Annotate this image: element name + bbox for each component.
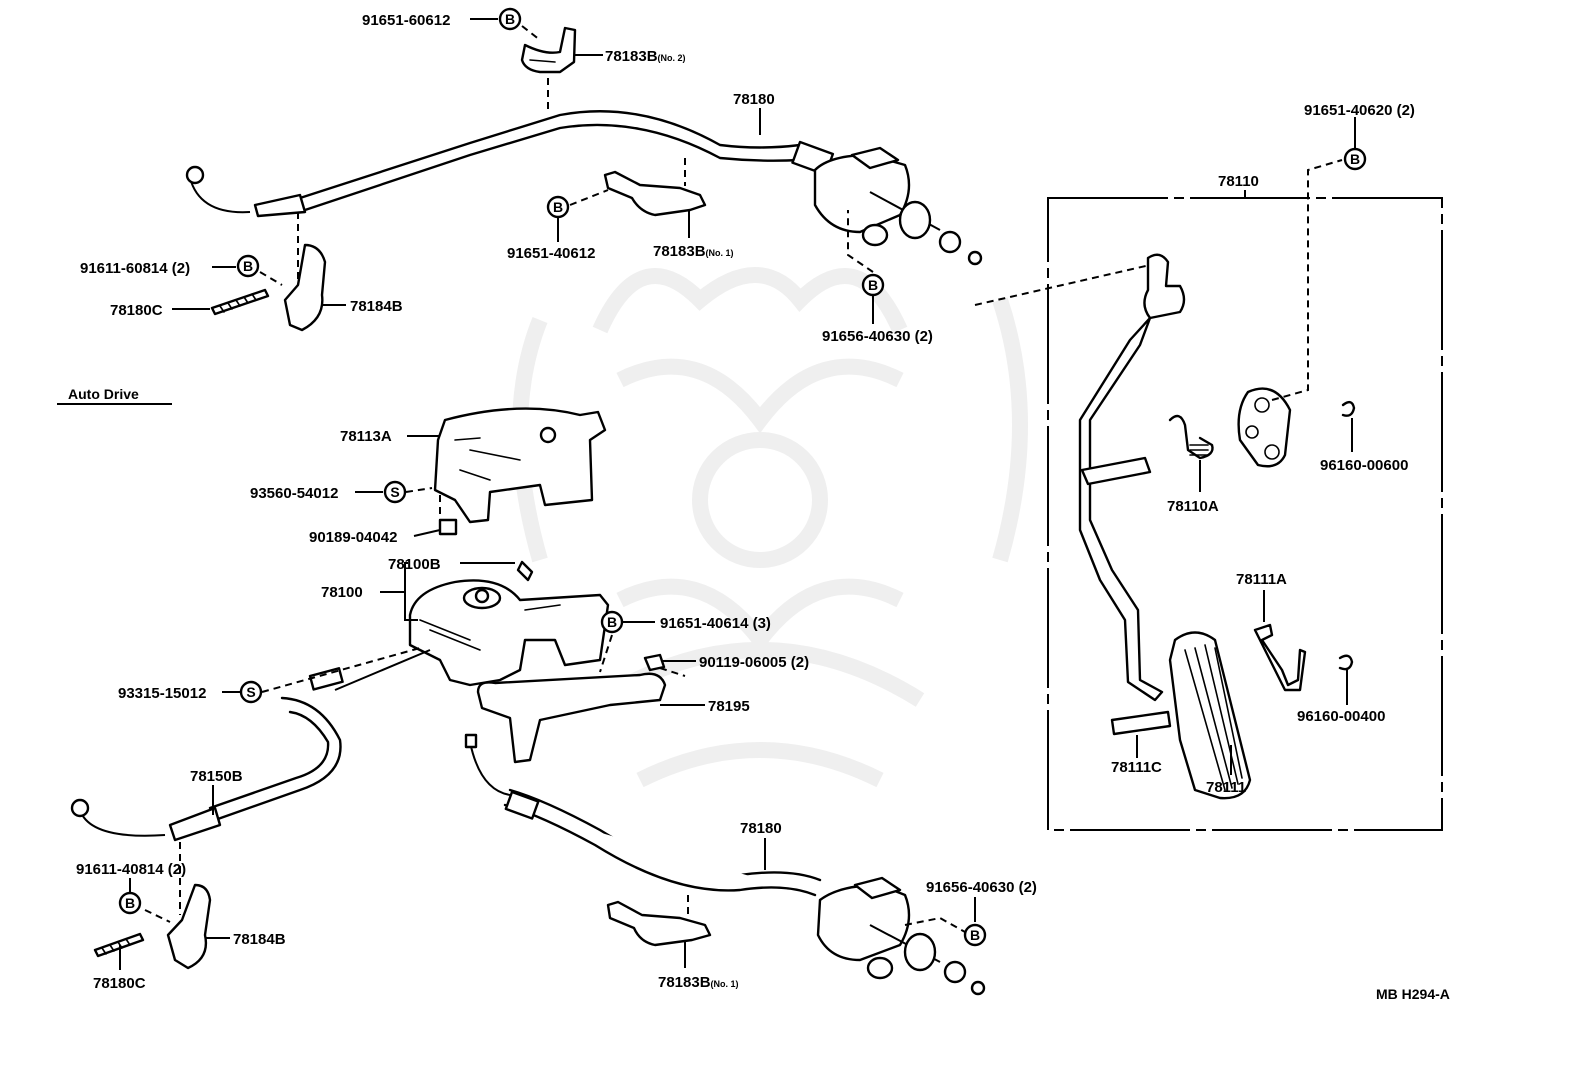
- bolt-symbol-text: B: [505, 11, 515, 27]
- part-label-78183B-no1-bottom[interactable]: 78183B(No. 1): [658, 974, 739, 991]
- lever-78184B-top[interactable]: [210, 212, 327, 332]
- bolt-symbol-text: B: [868, 277, 878, 293]
- bolt-symbol-text: B: [243, 258, 253, 274]
- part-label-78183B-no2[interactable]: 78183B(No. 2): [605, 48, 686, 65]
- bolt-symbol-text: B: [553, 199, 563, 215]
- spring-78111A[interactable]: [1253, 623, 1307, 692]
- pedal-pad-78111[interactable]: [1168, 631, 1252, 800]
- part-label-78110A[interactable]: 78110A: [1167, 498, 1219, 515]
- part-label-91651-40614[interactable]: 91651-40614 (3): [660, 615, 771, 632]
- part-label-91656-40630-bottom[interactable]: 91656-40630 (2): [926, 879, 1037, 896]
- part-label-78100[interactable]: 78100: [321, 584, 363, 601]
- clip-96160-00600[interactable]: [1341, 400, 1356, 417]
- part-label-78184B-top[interactable]: 78184B: [350, 298, 403, 315]
- bracket-78183B-no1-top[interactable]: [603, 158, 707, 217]
- bolt-symbol-text: B: [607, 614, 617, 630]
- part-number: 78183B: [605, 48, 658, 65]
- cable-78180-top[interactable]: [185, 110, 983, 266]
- spring-78110A[interactable]: [1168, 414, 1214, 460]
- part-label-78180C-top[interactable]: 78180C: [110, 302, 163, 319]
- screw-symbol-text: S: [246, 684, 255, 700]
- part-label-78180-top[interactable]: 78180: [733, 91, 775, 108]
- bracket-78183B-no2[interactable]: [520, 26, 577, 112]
- symbol-bolt[interactable]: B: [963, 923, 987, 947]
- part-label-78180-bottom[interactable]: 78180: [740, 820, 782, 837]
- cable-78180-bottom[interactable]: [464, 733, 986, 996]
- actuator-78100[interactable]: [408, 560, 610, 687]
- part-label-78110[interactable]: 78110: [1218, 173, 1259, 190]
- symbol-bolt[interactable]: B: [118, 891, 142, 915]
- part-qualifier: (No. 1): [711, 979, 739, 989]
- part-label-90119-06005[interactable]: 90119-06005 (2): [699, 654, 809, 671]
- part-label-91611-60814[interactable]: 91611-60814 (2): [80, 260, 190, 277]
- leader-lines: [57, 18, 1356, 970]
- part-label-78150B[interactable]: 78150B: [190, 768, 243, 785]
- bracket-78183B-no1-bottom[interactable]: [606, 895, 712, 947]
- pin-78111C[interactable]: [1110, 710, 1172, 736]
- part-label-78183B-no1-top[interactable]: 78183B(No. 1): [653, 243, 734, 260]
- pedal-assembly-box-78110: [1047, 197, 1443, 831]
- part-label-78111[interactable]: 78111: [1206, 779, 1246, 796]
- part-number: 78183B: [658, 974, 711, 991]
- bracket-78195[interactable]: [476, 634, 686, 764]
- part-label-96160-00600[interactable]: 96160-00600: [1320, 457, 1408, 474]
- part-label-91651-40612[interactable]: 91651-40612: [507, 245, 595, 262]
- cover-78113A[interactable]: [433, 407, 607, 524]
- symbol-bolt[interactable]: B: [236, 254, 260, 278]
- symbol-bolt[interactable]: B: [546, 195, 570, 219]
- part-qualifier: (No. 2): [658, 53, 686, 63]
- part-label-78111A[interactable]: 78111A: [1236, 571, 1287, 588]
- cable-78150B[interactable]: [70, 649, 431, 842]
- pedal-arm-78110[interactable]: [974, 253, 1186, 702]
- part-label-91651-40620[interactable]: 91651-40620 (2): [1304, 102, 1415, 119]
- section-title-auto-drive: Auto Drive: [68, 386, 139, 402]
- part-label-78184B-bottom[interactable]: 78184B: [233, 931, 286, 948]
- part-label-78111C[interactable]: 78111C: [1111, 759, 1162, 776]
- screw-symbol-text: S: [390, 484, 399, 500]
- part-label-96160-00400[interactable]: 96160-00400: [1297, 708, 1385, 725]
- pedal-bracket-plate[interactable]: [1237, 159, 1343, 468]
- symbol-bolt[interactable]: B: [861, 273, 885, 297]
- bolt-symbol-text: B: [125, 895, 135, 911]
- part-label-91611-40814[interactable]: 91611-40814 (2): [76, 861, 186, 878]
- symbol-bolt[interactable]: B: [1343, 147, 1367, 171]
- bolt-symbol-text: B: [970, 927, 980, 943]
- symbol-bolt[interactable]: B: [498, 7, 522, 31]
- part-qualifier: (No. 1): [706, 248, 734, 258]
- part-number: 78183B: [653, 243, 706, 260]
- diagram-code: MB H294-A: [1376, 986, 1450, 1002]
- part-labels: 91651-60612 78183B(No. 2) 78180 91651-40…: [68, 12, 1450, 1002]
- part-label-91656-40630-top[interactable]: 91656-40630 (2): [822, 328, 933, 345]
- part-label-91651-60612[interactable]: 91651-60612: [362, 12, 450, 29]
- part-label-78100B[interactable]: 78100B: [388, 556, 441, 573]
- part-label-93560-54012[interactable]: 93560-54012: [250, 485, 338, 502]
- symbol-bolt[interactable]: B: [600, 610, 624, 634]
- clip-96160-00400[interactable]: [1338, 654, 1354, 671]
- part-label-78113A[interactable]: 78113A: [340, 428, 392, 445]
- part-label-78195[interactable]: 78195: [708, 698, 750, 715]
- symbol-screw[interactable]: S: [239, 680, 263, 704]
- cable-link-dash: [261, 647, 421, 693]
- symbol-screw[interactable]: S: [383, 480, 407, 504]
- part-label-78180C-bottom[interactable]: 78180C: [93, 975, 146, 992]
- part-label-93315-15012[interactable]: 93315-15012: [118, 685, 206, 702]
- bolt-symbol-text: B: [1350, 151, 1360, 167]
- part-label-90189-04042[interactable]: 90189-04042: [309, 529, 397, 546]
- nut-90189-04042[interactable]: [438, 495, 458, 536]
